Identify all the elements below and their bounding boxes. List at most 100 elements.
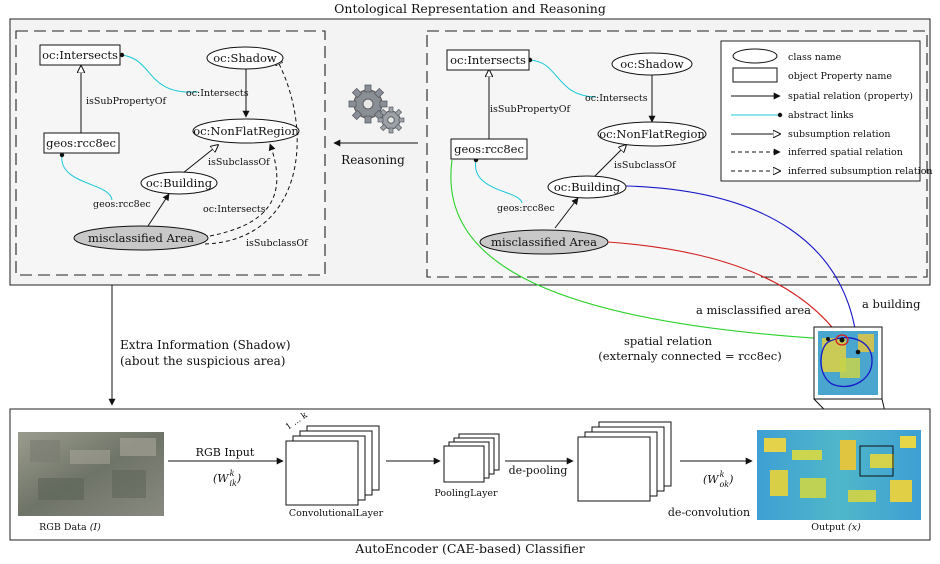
zoom-building-patch-3 <box>858 334 874 352</box>
right-abstract-link-intersects <box>529 59 597 98</box>
legend-swatch-class <box>732 48 778 64</box>
out-patch-2 <box>792 450 822 460</box>
out-patch-5 <box>840 440 856 470</box>
right-node-intersects <box>446 49 530 71</box>
right-label-intersects-link: oc:Intersects <box>585 93 648 104</box>
deconv-layer-stack <box>577 421 672 502</box>
rgb-input-label: RGB Input <box>196 446 255 459</box>
zoom-inset <box>813 326 883 400</box>
legend-item-property: object Property name <box>788 71 892 82</box>
blue-building-curve <box>625 185 859 353</box>
zoom-misclassified-outline <box>835 334 849 346</box>
zoom-relation-dot <box>826 337 830 341</box>
out-patch-6 <box>870 454 894 468</box>
red-misclassified-curve <box>607 241 843 341</box>
spatial-relation-sub-label: (externaly connected = rcc8ec) <box>598 349 781 363</box>
left-node-misclassified <box>73 225 209 251</box>
right-node-building <box>547 175 627 199</box>
left-node-building-label: oc:Building <box>146 176 213 190</box>
left-label-inferred-subclass: isSubclassOf <box>246 238 309 249</box>
left-node-shadow-label: oc:Shadow <box>213 51 277 65</box>
deconv-sheet-front <box>577 436 651 502</box>
right-label-rcc8ec-link: geos:rcc8ec <box>497 203 555 214</box>
right-label-subclass: isSubclassOf <box>614 160 677 171</box>
right-edge-building-subclass <box>593 145 626 178</box>
left-label-inferred-intersects: oc:Intersects <box>203 204 266 215</box>
misclassified-area-label: a misclassified area <box>696 303 811 317</box>
output-zoom-region <box>859 445 894 477</box>
legend-swatch-abstract-dot <box>777 112 783 118</box>
right-node-nonflat-label: oc:NonFlatRegion <box>599 127 705 141</box>
left-label-subclass: isSubclassOf <box>208 157 271 168</box>
de-pooling-label: de-pooling <box>509 464 568 477</box>
left-inferred-subclass <box>204 58 298 245</box>
right-edge-misclassified-building <box>554 197 579 229</box>
right-abstract-link-rcc8ec <box>475 159 523 204</box>
top-title: Ontological Representation and Reasoning <box>334 1 606 16</box>
de-convolution-label: de-convolution <box>668 506 750 519</box>
extra-info-label: Extra Information (Shadow) <box>120 338 291 352</box>
conv-layer-label: ConvolutionalLayer <box>289 508 384 519</box>
legend-item-inferred-spatial: inferred spatial relation <box>788 147 903 158</box>
gears-icon <box>348 84 405 134</box>
green-spatial-relation-curve <box>450 159 829 340</box>
left-node-nonflat-label: oc:NonFlatRegion <box>193 124 299 138</box>
legend-item-class: class name <box>788 52 842 63</box>
zoom-building-outline <box>820 337 873 388</box>
rgb-roof-2 <box>70 450 110 464</box>
left-label-rcc8ec-link: geos:rcc8ec <box>93 199 151 210</box>
left-link-dot <box>119 52 125 58</box>
pool-sheet-front <box>443 445 485 483</box>
left-node-intersects-label: oc:Intersects <box>42 48 118 62</box>
left-node-intersects <box>39 44 121 66</box>
left-abstract-link-intersects <box>121 54 199 93</box>
conv-layer-stack <box>285 425 380 506</box>
right-node-building-label: oc:Building <box>554 180 621 194</box>
left-label-subproperty: isSubPropertyOf <box>86 96 167 107</box>
rgb-tree-1 <box>38 478 84 500</box>
out-patch-3 <box>770 470 788 496</box>
rgb-data-label: RGB Data (I) <box>39 522 101 533</box>
right-node-rcc8ec <box>450 138 528 160</box>
right-node-intersects-label: oc:Intersects <box>450 53 526 67</box>
rgb-image <box>18 432 164 516</box>
left-edge-misclassified-building <box>147 193 170 227</box>
legend-item-inferred-subsumption: inferred subsumption relation <box>788 166 933 177</box>
left-node-rcc8ec-label: geos:rcc8ec <box>46 136 116 150</box>
spatial-relation-label: spatial relation <box>624 334 713 348</box>
bottom-title: AutoEncoder (CAE-based) Classifier <box>354 541 584 556</box>
pooling-layer-label: PoolingLayer <box>434 488 498 499</box>
output-label: Output (x) <box>811 522 861 533</box>
out-patch-8 <box>848 490 876 502</box>
left-label-intersects-link: oc:Intersects <box>186 88 249 99</box>
right-node-rcc8ec-label: geos:rcc8ec <box>454 142 524 156</box>
extra-info-sub-label: (about the suspicious area) <box>120 354 285 368</box>
right-node-shadow <box>611 52 693 76</box>
legend-item-subsumption: subsumption relation <box>788 129 890 140</box>
left-node-shadow <box>206 46 284 70</box>
legend: class name object Property name spatial … <box>720 40 933 182</box>
zoom-misclassified-dot <box>839 337 845 343</box>
right-graph: oc:Intersects oc:Shadow oc:NonFlatRegion… <box>446 49 707 255</box>
rgb-roof-1 <box>30 440 60 462</box>
left-link-dot-2 <box>59 152 65 158</box>
left-node-rcc8ec <box>43 132 120 154</box>
left-inferred-intersects <box>209 143 278 237</box>
left-node-nonflat <box>192 118 300 144</box>
building-label: a building <box>862 297 921 311</box>
legend-box <box>720 40 921 182</box>
right-node-misclassified-label: misclassified Area <box>491 235 597 249</box>
right-label-subproperty: isSubPropertyOf <box>490 104 571 115</box>
out-patch-7 <box>890 480 912 502</box>
out-patch-4 <box>800 478 826 498</box>
conv-sheet-front <box>285 440 359 506</box>
legend-swatch-property <box>732 67 778 83</box>
left-node-building <box>140 171 218 195</box>
out-patch-1 <box>764 438 786 452</box>
left-graph: oc:Intersects oc:Shadow oc:NonFlatRegion… <box>39 44 309 251</box>
out-patch-9 <box>900 436 916 448</box>
